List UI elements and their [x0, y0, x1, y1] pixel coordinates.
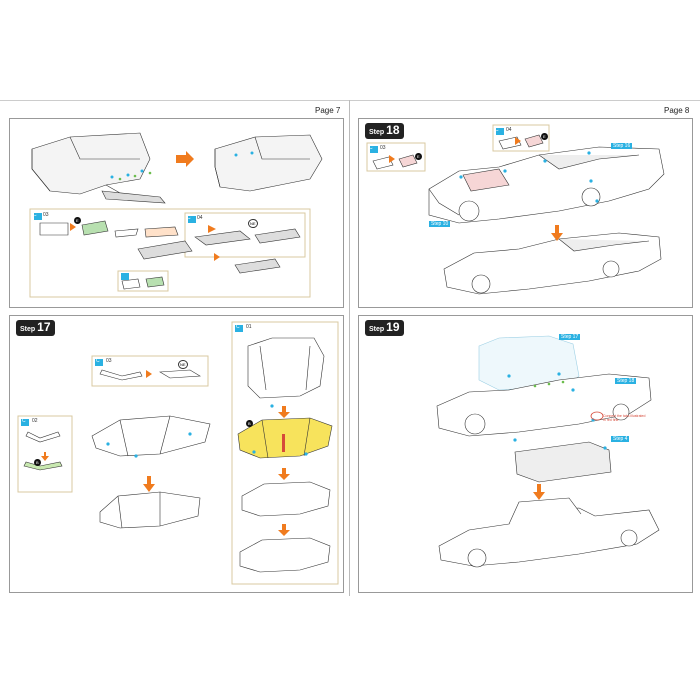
badge-ne-s17: NE [178, 360, 188, 369]
callout-step-4: Step 4 [611, 436, 630, 442]
arrow-right-icon [176, 151, 194, 167]
arrow-down-icon [551, 225, 563, 241]
badge-b-s17-b: B [246, 420, 253, 427]
part-code-c04-s18-number: 04 [506, 127, 512, 133]
part-code-c03-s18: C [369, 145, 373, 151]
callout-step-17: Step 17 [559, 334, 581, 340]
part-code-c04-tl-number: 04 [197, 215, 203, 221]
car-final-assembly-illustration [436, 335, 660, 568]
part-code-c02: C [22, 418, 26, 424]
part-code-c03-number: 03 [43, 212, 49, 218]
part-code-c01: C [236, 324, 240, 330]
badge-e-s18-b: E [541, 133, 548, 140]
part-code-c03-s17: C [96, 358, 100, 364]
callout-step-10: Step 10 [429, 221, 451, 227]
part-code-c02-number: 02 [32, 418, 38, 424]
badge-ne: NE [248, 219, 258, 228]
badge-b-s17-a: B [34, 459, 41, 466]
badge-e: E [74, 217, 81, 224]
arrow-down-icon-19 [533, 484, 545, 500]
note-connect-tabs: Connect the tabs illustrated in red firs… [603, 414, 646, 422]
page-top-rule-left [0, 100, 349, 101]
car-rear-assembly-illustration [29, 132, 323, 298]
page-divider [349, 100, 350, 596]
part-code-c03-s17-number: 03 [106, 358, 112, 364]
roof-assembly-illustration [17, 321, 339, 585]
part-code-c04-tl: C [187, 215, 191, 221]
arrow-down-icon-17 [143, 476, 155, 492]
part-code-c03-s18-number: 03 [380, 145, 386, 151]
car-convertible-illustration [366, 124, 665, 295]
callout-step-16: Step 16 [611, 143, 633, 149]
page-number-left: Page 7 [315, 106, 341, 115]
page-top-rule-right [350, 100, 700, 101]
page-number-right: Page 8 [664, 106, 690, 115]
callout-step-18: Step 18 [615, 378, 637, 384]
part-code-c03: C [33, 212, 37, 218]
badge-e-s18-a: E [415, 153, 422, 160]
part-code-c04-s18: C [495, 127, 499, 133]
panel-step-continued: C 03 E C 04 NE [9, 118, 344, 308]
part-code-c01-number: 01 [246, 324, 252, 330]
